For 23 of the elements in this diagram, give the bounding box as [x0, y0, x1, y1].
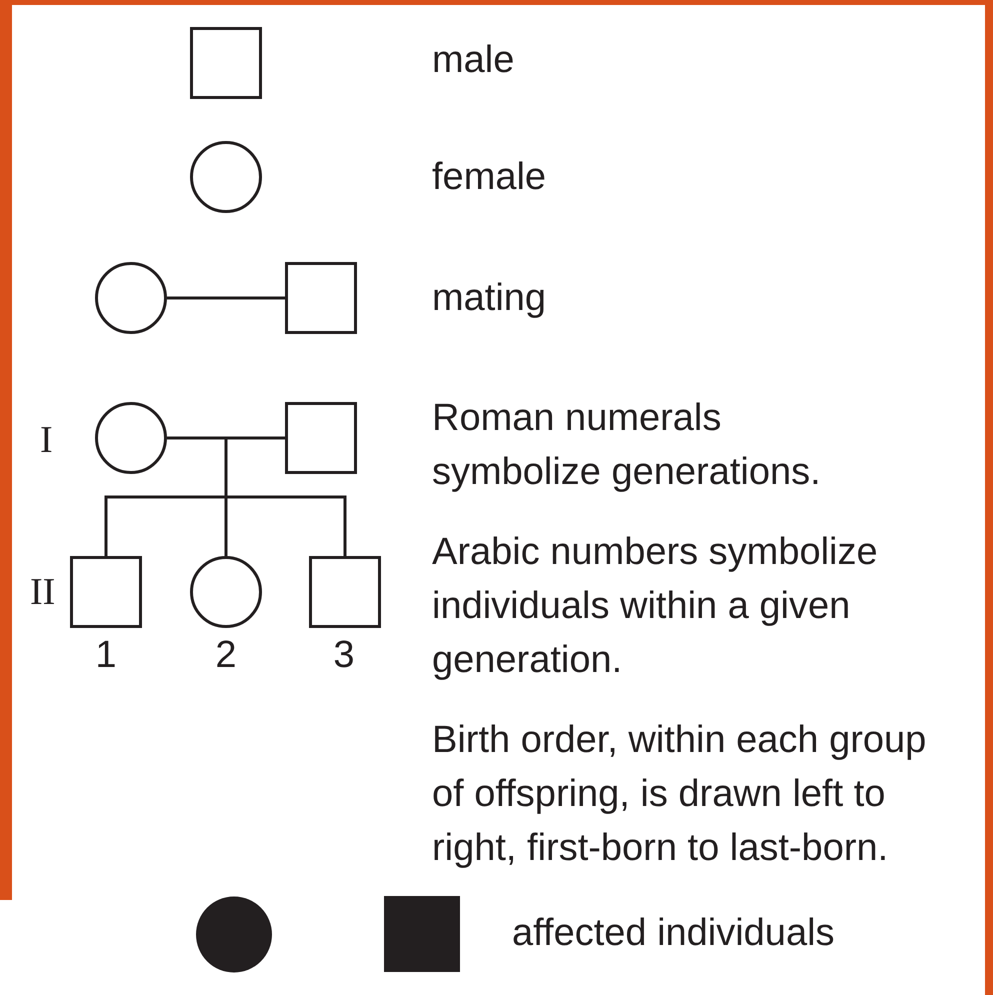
male-symbol — [70, 556, 142, 628]
female-symbol — [95, 402, 167, 474]
mating-line — [167, 296, 285, 300]
male-symbol — [285, 262, 357, 334]
male-symbol — [285, 402, 357, 474]
explanation-text: female — [432, 155, 548, 200]
male-symbol — [309, 556, 381, 628]
male-symbol — [190, 27, 262, 99]
explanation-text: Arabic numbers symbolize individuals within a given generation. — [432, 530, 879, 683]
explanation-text: male — [432, 38, 516, 83]
generation-numeral: I — [40, 418, 54, 463]
individual-number: 2 — [214, 633, 238, 678]
explanation-text: mating — [432, 276, 548, 321]
individual-number: 1 — [94, 633, 118, 678]
female-symbol — [190, 556, 262, 628]
generation-numeral: II — [30, 570, 56, 615]
legend-text: affected individuals — [512, 911, 836, 956]
explanation-text: Birth order, within each group of offspring, is drawn left to right, first-born to last-born. — [432, 718, 928, 871]
female-symbol — [95, 262, 167, 334]
female-symbol — [190, 141, 262, 213]
explanation-text: Roman numerals symbolize generations. — [432, 396, 822, 495]
individual-number: 3 — [332, 633, 356, 678]
pedigree-lines — [104, 436, 346, 558]
